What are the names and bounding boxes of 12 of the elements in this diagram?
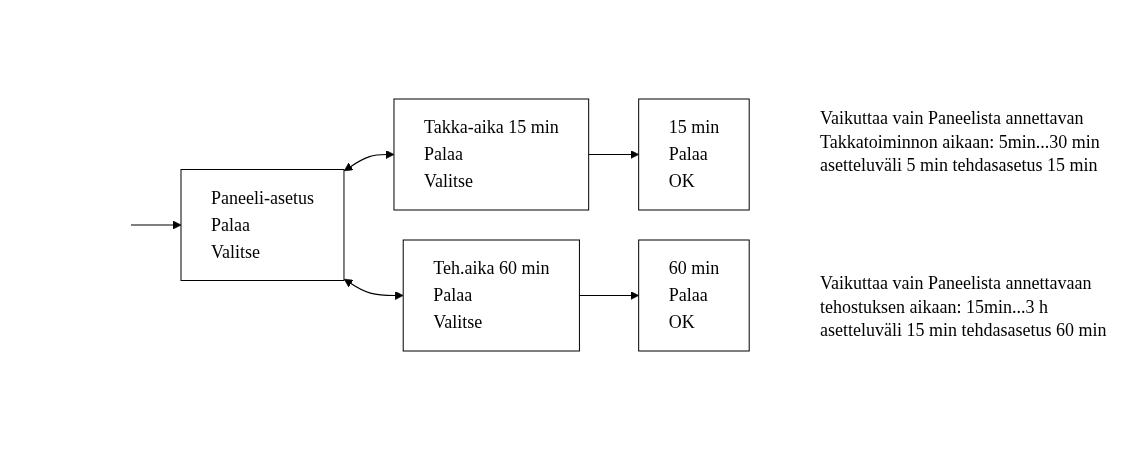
- arrow: [578, 291, 639, 300]
- arrow: [588, 150, 639, 159]
- arrow: [130, 220, 182, 230]
- node-box: 15 min Palaa OK: [638, 98, 750, 211]
- node-box: Paneeli-asetus Palaa Valitse: [180, 169, 345, 281]
- note-text: Vaikuttaa vain Paneelista annettavaan tehostuksen aikaan: 15min...3 h asetteluväli 15 min tehdasasetus 60 min: [820, 272, 1108, 343]
- node-box: Teh.aika 60 min Palaa Valitse: [402, 239, 580, 352]
- node-box: 60 min Palaa OK: [638, 239, 750, 352]
- note-text: Vaikuttaa vain Paneelista annettavan Takkatoiminnon aikaan: 5min...30 min asetteluväli 5 min tehdasasetus 15 min: [820, 107, 1101, 178]
- node-box: Takka-aika 15 min Palaa Valitse: [393, 98, 590, 211]
- arrow: [343, 150, 395, 172]
- arrow: [343, 278, 404, 300]
